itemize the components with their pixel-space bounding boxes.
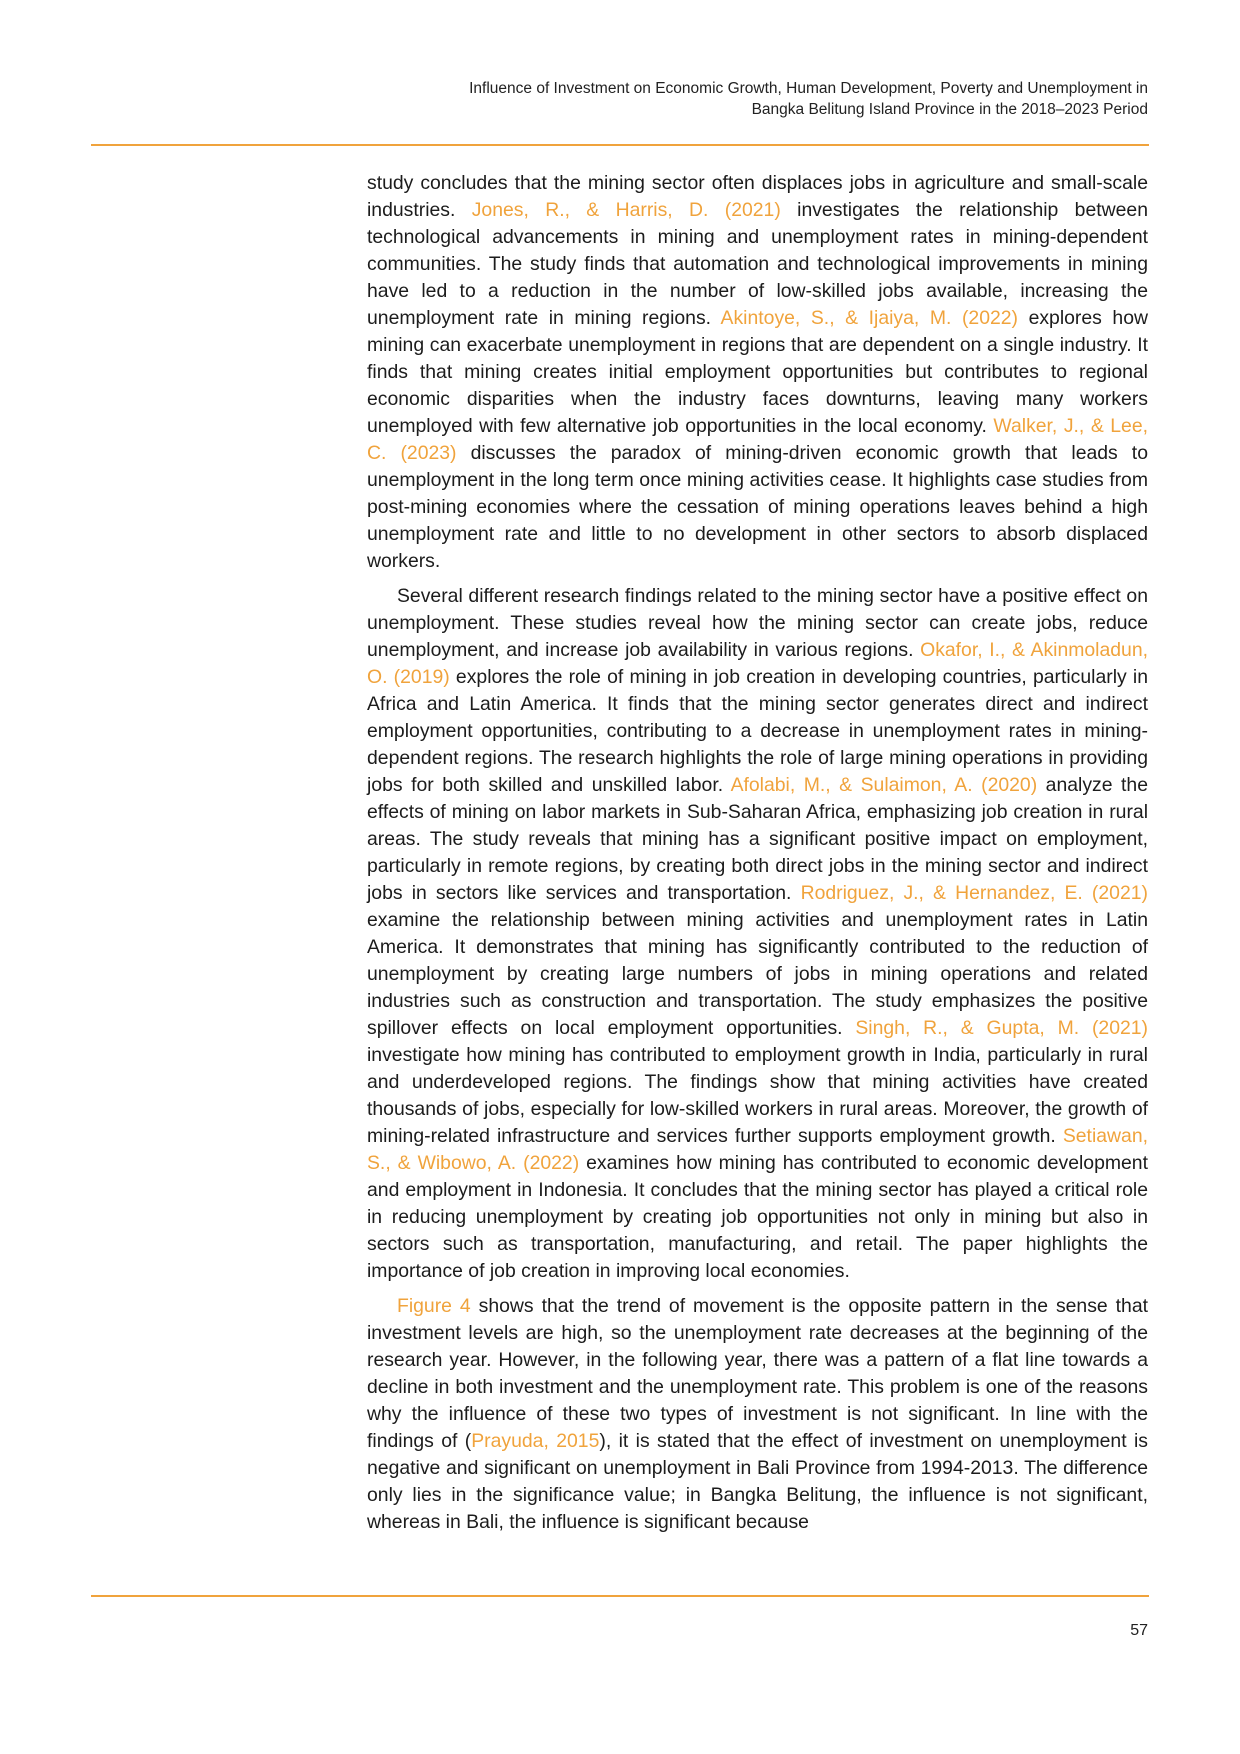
text-run: investigates the relationship between te… (367, 199, 1148, 329)
citation-link[interactable]: Setiawan, S., & Wibowo, A. (2022) (367, 1125, 1148, 1174)
text-run: study concludes that the mining sector o… (367, 172, 1148, 221)
running-header-line-1: Influence of Investment on Economic Grow… (469, 80, 1148, 97)
running-header-line-2: Bangka Belitung Island Province in the 2… (751, 101, 1148, 118)
text-run: discusses the paradox of mining-driven e… (367, 442, 1148, 572)
text-run: explores how mining can exacerbate unemp… (367, 307, 1149, 437)
text-run: ), it is stated that the effect of inves… (367, 1430, 1148, 1533)
text-run: Several different research findings rela… (367, 585, 1148, 661)
citation-link[interactable]: Afolabi, M., & Sulaimon, A. (2020) (730, 774, 1038, 796)
paragraph-1: study concludes that the mining sector o… (367, 170, 1148, 575)
text-run: shows that the trend of movement is the … (367, 1295, 1148, 1452)
citation-link[interactable]: Rodriguez, J., & Hernandez, E. (2021) (800, 882, 1148, 904)
citation-link[interactable]: Okafor, I., & Akinmoladun, O. (2019) (367, 639, 1148, 688)
running-header: Influence of Investment on Economic Grow… (248, 78, 1148, 120)
page-number: 57 (1130, 1622, 1148, 1639)
citation-link[interactable]: Singh, R., & Gupta, M. (2021) (855, 1017, 1148, 1039)
text-run: explores the role of mining in job creat… (367, 666, 1148, 796)
citation-link[interactable]: Akintoye, S., & Ijaiya, M. (2022) (720, 307, 1019, 329)
header-rule (91, 144, 1149, 146)
text-run: investigate how mining has contributed t… (367, 1044, 1148, 1147)
text-run: analyze the effects of mining on labor m… (367, 774, 1148, 904)
paragraph-2: Several different research findings rela… (367, 583, 1148, 1285)
citation-link[interactable]: Prayuda, 2015 (471, 1430, 600, 1452)
citation-link[interactable]: Jones, R., & Harris, D. (2021) (471, 199, 781, 221)
paragraph-3: Figure 4 shows that the trend of movemen… (367, 1293, 1148, 1536)
citation-link[interactable]: Walker, J., & Lee, C. (2023) (367, 415, 1149, 464)
main-text: study concludes that the mining sector o… (367, 170, 1148, 1536)
citation-link[interactable]: Figure 4 (397, 1295, 471, 1317)
footer-rule (91, 1595, 1149, 1597)
text-run: examines how mining has contributed to e… (367, 1152, 1148, 1282)
text-run: examine the relationship between mining … (367, 909, 1148, 1039)
